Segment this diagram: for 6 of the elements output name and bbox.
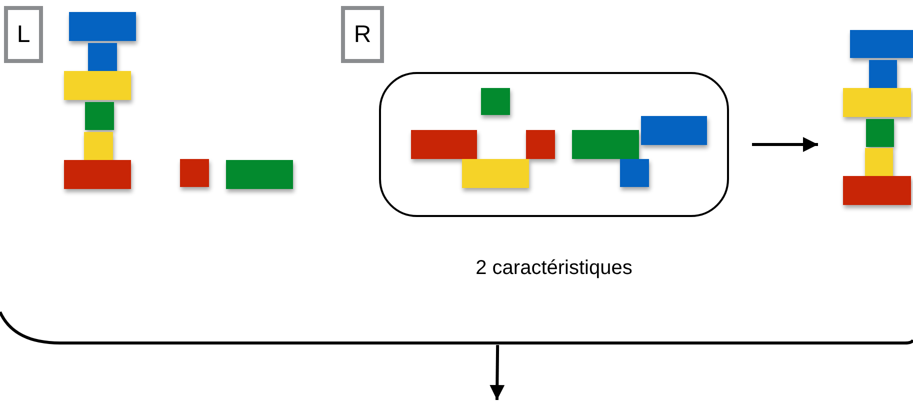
rounded-container <box>379 72 729 217</box>
arrow <box>490 344 505 400</box>
label-box: L <box>4 6 43 63</box>
label-box: R <box>341 6 384 63</box>
caption: 2 caractéristiques <box>476 257 632 279</box>
arrow <box>752 137 818 152</box>
